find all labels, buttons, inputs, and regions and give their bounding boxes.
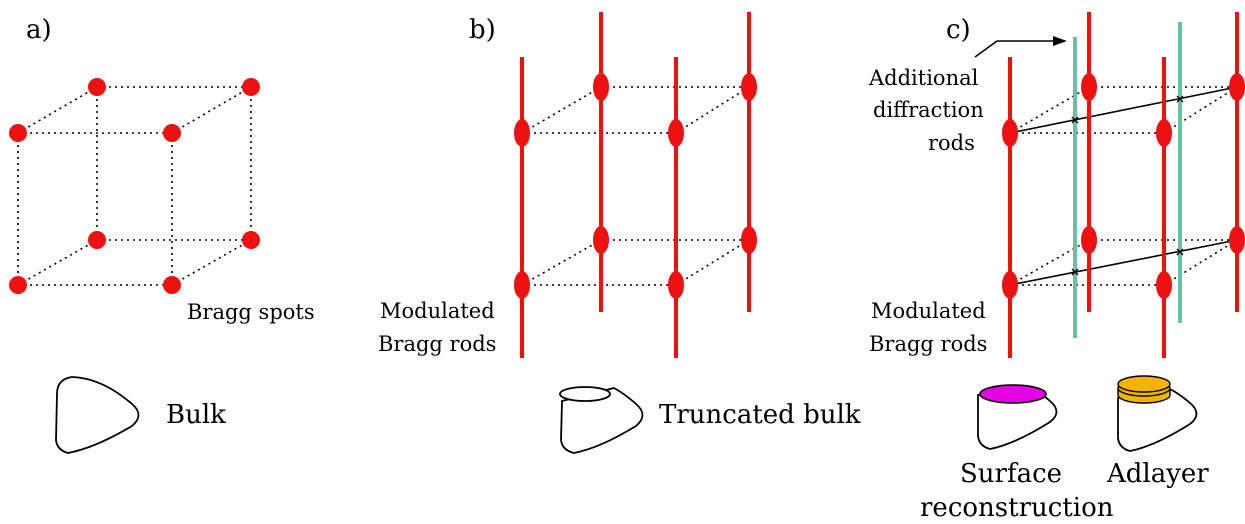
rod-modulations-b <box>514 73 757 299</box>
panel-b: b) Modulated Bragg <box>378 12 861 454</box>
panel-c-label: c) <box>946 15 971 45</box>
rod-modulation <box>593 73 609 101</box>
modulated-rods-label-line1: Modulated <box>380 299 495 323</box>
additional-rods-label-line2: diffraction <box>873 98 984 122</box>
bragg-spots <box>9 78 260 294</box>
rod-modulation <box>514 119 530 147</box>
rod-modulation <box>741 226 757 254</box>
rod-modulation <box>1081 226 1097 254</box>
rod-modulation <box>1002 119 1018 147</box>
rod-modulations-c <box>1002 73 1245 299</box>
rod-modulation <box>1156 119 1172 147</box>
bragg-spot <box>88 78 106 96</box>
bragg-rods-c <box>1008 12 1239 358</box>
modulated-rods-label-line1: Modulated <box>871 299 986 323</box>
truncated-bulk-label: Truncated bulk <box>659 400 861 430</box>
bulk-crystal-shape <box>55 376 140 454</box>
rod-modulation <box>1002 271 1018 299</box>
bragg-spot <box>88 231 106 249</box>
lattice-edges-b <box>521 86 750 286</box>
surface-reconstruction-label-line2: reconstruction <box>920 493 1114 523</box>
bragg-spot <box>163 276 181 294</box>
lattice-edges-a <box>17 86 252 286</box>
adlayer-shape <box>1117 375 1198 452</box>
surface-reconstruction-shape <box>977 384 1058 450</box>
pointer-arrow <box>974 36 1067 58</box>
bragg-spot <box>9 124 27 142</box>
surface-reconstruction-label-line1: Surface <box>960 459 1062 489</box>
additional-rods <box>1073 22 1182 338</box>
additional-rods-label-line1: Additional <box>868 66 979 90</box>
bulk-label: Bulk <box>166 400 226 430</box>
bragg-spots-label: Bragg spots <box>187 300 315 324</box>
modulated-rods-label-line2: Bragg rods <box>869 332 987 356</box>
panel-c: c) <box>868 12 1245 523</box>
rod-modulation <box>1229 73 1245 101</box>
rod-modulation <box>1156 271 1172 299</box>
bragg-spot <box>242 231 260 249</box>
rod-modulation <box>668 119 684 147</box>
rod-modulation <box>514 271 530 299</box>
panel-b-label: b) <box>469 15 496 45</box>
modulated-rods-label-line2: Bragg rods <box>378 332 496 356</box>
rod-modulation <box>1229 226 1245 254</box>
lattice-edges-c <box>1009 86 1238 286</box>
rod-modulation <box>741 73 757 101</box>
superstructure-lines <box>1009 86 1238 286</box>
bragg-spot <box>9 276 27 294</box>
bragg-rods-b <box>520 12 751 358</box>
rod-modulation <box>1081 73 1097 101</box>
rod-modulation <box>668 271 684 299</box>
truncated-bulk-shape <box>559 386 644 454</box>
adlayer-label: Adlayer <box>1106 459 1209 489</box>
bragg-spot <box>242 78 260 96</box>
panel-a-label: a) <box>26 15 52 45</box>
panel-a: a) Bragg spots Bulk <box>9 15 315 454</box>
bragg-spot <box>163 124 181 142</box>
additional-rods-label-line3: rods <box>928 131 975 155</box>
rod-modulation <box>593 226 609 254</box>
rod-crossing-markers <box>1071 95 1184 276</box>
